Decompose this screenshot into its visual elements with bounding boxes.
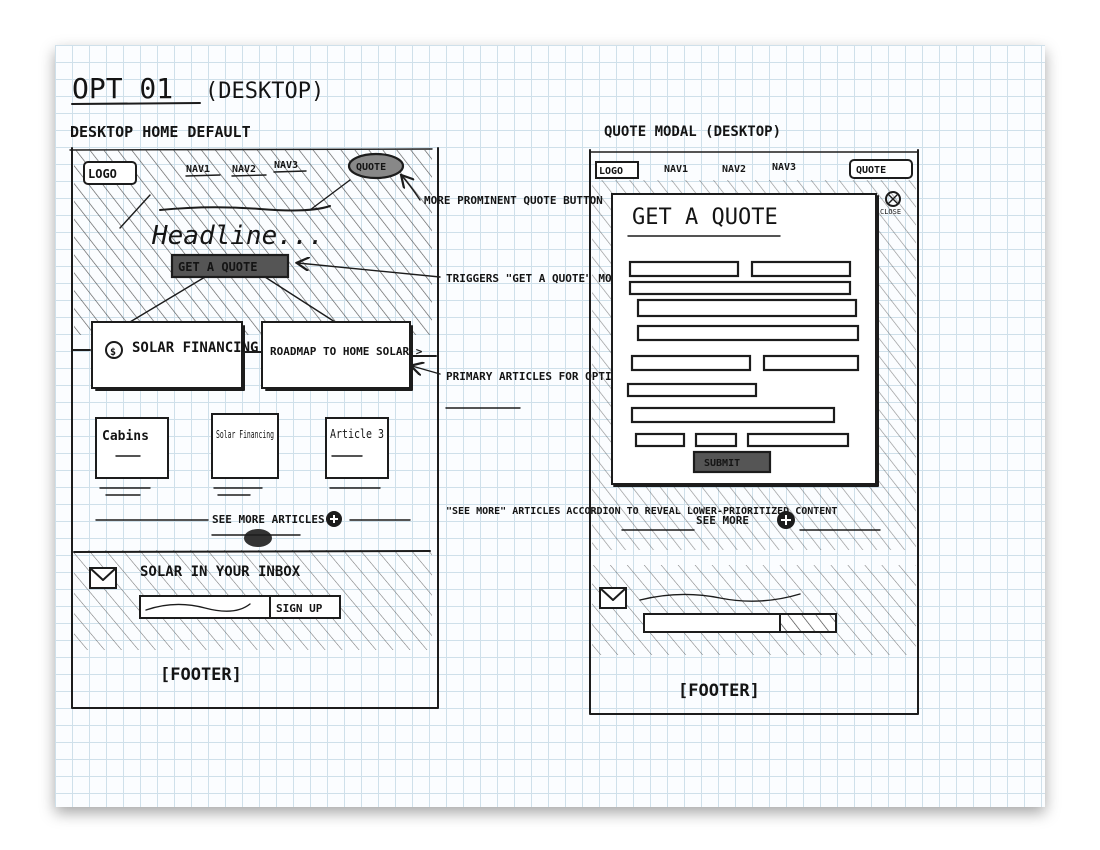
right-label: QUOTE MODAL (DESKTOP) bbox=[604, 124, 781, 140]
article-card-1[interactable]: Cabins bbox=[95, 417, 169, 496]
right-wireframe: QUOTE MODAL (DESKTOP) LOGO NAV1 NAV2 NAV… bbox=[589, 124, 919, 715]
form-field[interactable] bbox=[750, 260, 852, 278]
right-footer: [FOOTER] bbox=[678, 681, 760, 701]
form-field[interactable] bbox=[694, 432, 738, 448]
dollar-icon bbox=[105, 341, 123, 359]
see-more-articles[interactable]: SEE MORE ARTICLES bbox=[95, 511, 411, 547]
svg-text:Article 3: Article 3 bbox=[330, 427, 384, 441]
left-wireframe: DESKTOP HOME DEFAULT LOGO NAV1 NAV2 NAV3… bbox=[69, 123, 439, 709]
svg-text:LOGO: LOGO bbox=[88, 167, 117, 181]
svg-text:QUOTE: QUOTE bbox=[856, 165, 886, 176]
headline: Headline... bbox=[151, 221, 324, 251]
svg-text:Solar Financing: Solar Financing bbox=[216, 428, 274, 441]
svg-text:GET A QUOTE: GET A QUOTE bbox=[178, 260, 257, 274]
quote-modal: GET A QUOTE SUBMIT bbox=[611, 193, 879, 487]
form-field[interactable] bbox=[634, 432, 686, 448]
svg-text:SEE MORE ARTICLES: SEE MORE ARTICLES bbox=[212, 513, 325, 526]
email-signup-field[interactable] bbox=[139, 595, 341, 619]
form-field[interactable] bbox=[636, 324, 860, 342]
form-field[interactable] bbox=[628, 260, 740, 278]
quote-nav-button[interactable]: QUOTE bbox=[347, 152, 405, 180]
svg-text:SEE MORE: SEE MORE bbox=[696, 514, 749, 527]
left-nav-links[interactable]: NAV1 NAV2 NAV3 bbox=[185, 160, 307, 177]
svg-text:ROADMAP TO HOME SOLAR >: ROADMAP TO HOME SOLAR > bbox=[270, 345, 423, 358]
form-field[interactable] bbox=[630, 406, 836, 424]
logo-box bbox=[83, 161, 137, 185]
form-field[interactable] bbox=[746, 432, 850, 448]
annotation-quote-button: MORE PROMINENT QUOTE BUTTON bbox=[424, 194, 603, 207]
article-card-3[interactable]: Article 3 bbox=[325, 417, 389, 489]
form-field[interactable] bbox=[628, 280, 852, 296]
svg-text:OPT 01: OPT 01 bbox=[72, 72, 173, 105]
svg-text:Cabins: Cabins bbox=[102, 429, 149, 444]
modal-title: GET A QUOTE bbox=[632, 205, 778, 230]
nav-link-3[interactable]: NAV3 bbox=[274, 160, 298, 171]
envelope-icon bbox=[89, 567, 117, 589]
svg-text:SUBMIT: SUBMIT bbox=[704, 458, 740, 469]
newsletter-title: SOLAR IN YOUR INBOX bbox=[140, 564, 301, 580]
form-field[interactable] bbox=[762, 354, 860, 372]
submit-button[interactable]: SUBMIT bbox=[692, 450, 772, 474]
right-email-field[interactable] bbox=[643, 613, 837, 633]
svg-text:LOGO: LOGO bbox=[599, 166, 623, 177]
right-quote-nav-button[interactable]: QUOTE bbox=[849, 159, 913, 179]
nav-link-1[interactable]: NAV1 bbox=[186, 164, 210, 175]
close-icon[interactable] bbox=[885, 191, 901, 207]
left-footer: [FOOTER] bbox=[160, 665, 242, 685]
right-logo-box bbox=[595, 161, 639, 179]
left-label: DESKTOP HOME DEFAULT bbox=[70, 123, 251, 141]
right-nav-link-1[interactable]: NAV1 bbox=[664, 164, 688, 175]
svg-text:(DESKTOP): (DESKTOP) bbox=[205, 79, 324, 104]
right-envelope-icon bbox=[599, 587, 627, 609]
get-a-quote-button[interactable]: GET A QUOTE bbox=[170, 253, 290, 279]
svg-text:$: $ bbox=[110, 347, 116, 358]
right-see-more[interactable]: SEE MORE bbox=[621, 511, 881, 531]
close-label[interactable]: CLOSE bbox=[880, 208, 901, 216]
sign-up-button[interactable]: SIGN UP bbox=[276, 602, 323, 615]
svg-text:QUOTE: QUOTE bbox=[356, 162, 386, 173]
article-card-2[interactable]: Solar Financing bbox=[211, 413, 279, 496]
nav-link-2[interactable]: NAV2 bbox=[232, 164, 256, 175]
form-field[interactable] bbox=[636, 298, 858, 318]
svg-text:SOLAR FINANCING >: SOLAR FINANCING > bbox=[132, 340, 275, 356]
right-nav-link-3[interactable]: NAV3 bbox=[772, 162, 796, 173]
form-field[interactable] bbox=[630, 354, 752, 372]
form-field[interactable] bbox=[626, 382, 758, 398]
primary-article-2[interactable]: ROADMAP TO HOME SOLAR > bbox=[261, 321, 423, 391]
right-nav-link-2[interactable]: NAV2 bbox=[722, 164, 746, 175]
primary-article-1[interactable]: $ SOLAR FINANCING > bbox=[91, 321, 275, 391]
page-title: OPT 01 (DESKTOP) bbox=[71, 72, 324, 105]
right-newsletter-band bbox=[592, 565, 916, 655]
